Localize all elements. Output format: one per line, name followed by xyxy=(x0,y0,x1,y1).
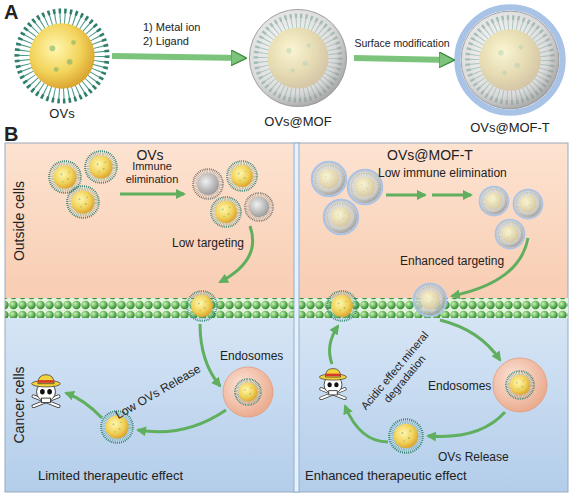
column-heading: OVs@MOF-T xyxy=(387,147,473,164)
virus-node: OVs xyxy=(14,8,110,124)
virus-icon xyxy=(506,371,534,399)
endosome-outline xyxy=(223,367,273,417)
virus-node: OVs@MOF-T xyxy=(452,2,568,138)
virus-icon xyxy=(49,161,81,193)
coated-virus-icon xyxy=(496,220,525,249)
region-label: Cancer cells xyxy=(11,366,27,443)
endosome-label: Endosomes xyxy=(220,349,283,363)
virus-icon xyxy=(235,379,261,405)
coated-virus-icon xyxy=(480,187,509,216)
coated-virus-icon xyxy=(324,200,358,234)
coated-virus-icon xyxy=(414,284,447,317)
column-divider xyxy=(294,143,299,492)
panel-letter: B xyxy=(4,122,18,146)
virus-icon xyxy=(389,419,423,453)
particle-icon xyxy=(244,4,352,112)
virus-illustration xyxy=(249,9,346,106)
node-label: OVs@MOF xyxy=(244,114,352,129)
virus-icon xyxy=(227,161,257,191)
coated-virus-icon xyxy=(312,162,346,196)
region-label: Outside cells xyxy=(11,180,27,260)
process-arrow xyxy=(440,320,500,360)
particle-icon xyxy=(14,8,110,104)
eliminated-virus xyxy=(245,193,273,221)
virus-illustration xyxy=(457,7,562,112)
outcome-label: Enhanced therapeutic effect xyxy=(305,468,467,484)
region-band: Cancer cellsEndosomesEndosomes xyxy=(5,318,568,492)
step-label: Acidic effect mineral degradation xyxy=(358,328,442,422)
edge-label: 1) Metal ion 2) Ligand xyxy=(143,21,211,49)
endosome-label: Endosomes xyxy=(428,379,491,393)
virus-icon xyxy=(327,291,357,321)
process-arrow xyxy=(428,412,505,437)
process-arrow xyxy=(354,58,450,60)
step-label: Low targeting xyxy=(172,236,244,250)
endosome-node: Endosomes xyxy=(222,366,274,418)
node-label: OVs xyxy=(14,106,110,121)
process-arrow xyxy=(432,194,471,197)
endosome-circle xyxy=(492,357,548,413)
virus-icon xyxy=(211,197,241,227)
process-arrow xyxy=(386,194,425,197)
process-arrow xyxy=(220,226,253,282)
step-label: Low immune elimination xyxy=(378,166,507,180)
virus-icon xyxy=(67,186,99,218)
skull-symbol xyxy=(32,375,61,407)
process-arrow xyxy=(112,56,242,58)
step-label: Enhanced targeting xyxy=(400,254,504,268)
panel-frame xyxy=(5,143,568,492)
process-arrow xyxy=(200,324,220,386)
endosome-circle xyxy=(222,366,274,418)
coated-virus-icon xyxy=(514,190,543,219)
process-arrow xyxy=(66,393,102,418)
process-arrow xyxy=(330,326,338,364)
virus-icon xyxy=(187,291,217,321)
virus-illustration xyxy=(17,11,107,101)
virus-icon xyxy=(85,151,117,183)
virus-node: OVs@MOF xyxy=(244,4,352,132)
skull-symbol xyxy=(319,369,346,399)
process-arrow xyxy=(120,193,184,196)
particle-icon xyxy=(452,2,568,118)
panel-letter: A xyxy=(4,0,18,24)
step-label: Low OVs Release xyxy=(113,362,203,422)
coated-virus-icon xyxy=(348,170,382,204)
outcome-label: Limited therapeutic effect xyxy=(38,468,183,484)
endosome-outline xyxy=(493,358,547,412)
node-label: OVs@MOF-T xyxy=(452,120,568,135)
cell-membrane xyxy=(5,298,568,318)
step-label: Immune elimination xyxy=(120,160,184,186)
eliminated-virus xyxy=(193,169,223,199)
edge-label: Surface modification xyxy=(354,37,449,50)
step-label: OVs Release xyxy=(438,450,509,464)
endosome-node: Endosomes xyxy=(492,357,548,413)
process-arrow xyxy=(138,410,226,432)
